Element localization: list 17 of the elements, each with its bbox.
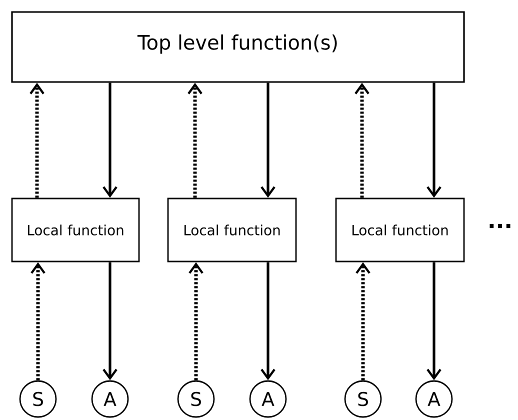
function-box: Local function <box>167 198 297 262</box>
arrow <box>356 262 370 380</box>
arrow <box>354 82 370 198</box>
arrow <box>260 262 276 380</box>
arrow <box>426 262 442 380</box>
arrow <box>102 82 118 198</box>
arrow <box>260 82 276 198</box>
arrow <box>102 262 118 380</box>
arrow <box>188 82 202 198</box>
ellipsis: ... <box>490 224 510 228</box>
arrow <box>188 262 204 380</box>
arrow <box>30 262 46 380</box>
arrow <box>426 82 442 198</box>
arrow <box>30 82 44 198</box>
function-box: Top level function(s) <box>11 11 465 83</box>
function-box: Local function <box>335 198 465 262</box>
function-box: Local function <box>11 198 140 262</box>
